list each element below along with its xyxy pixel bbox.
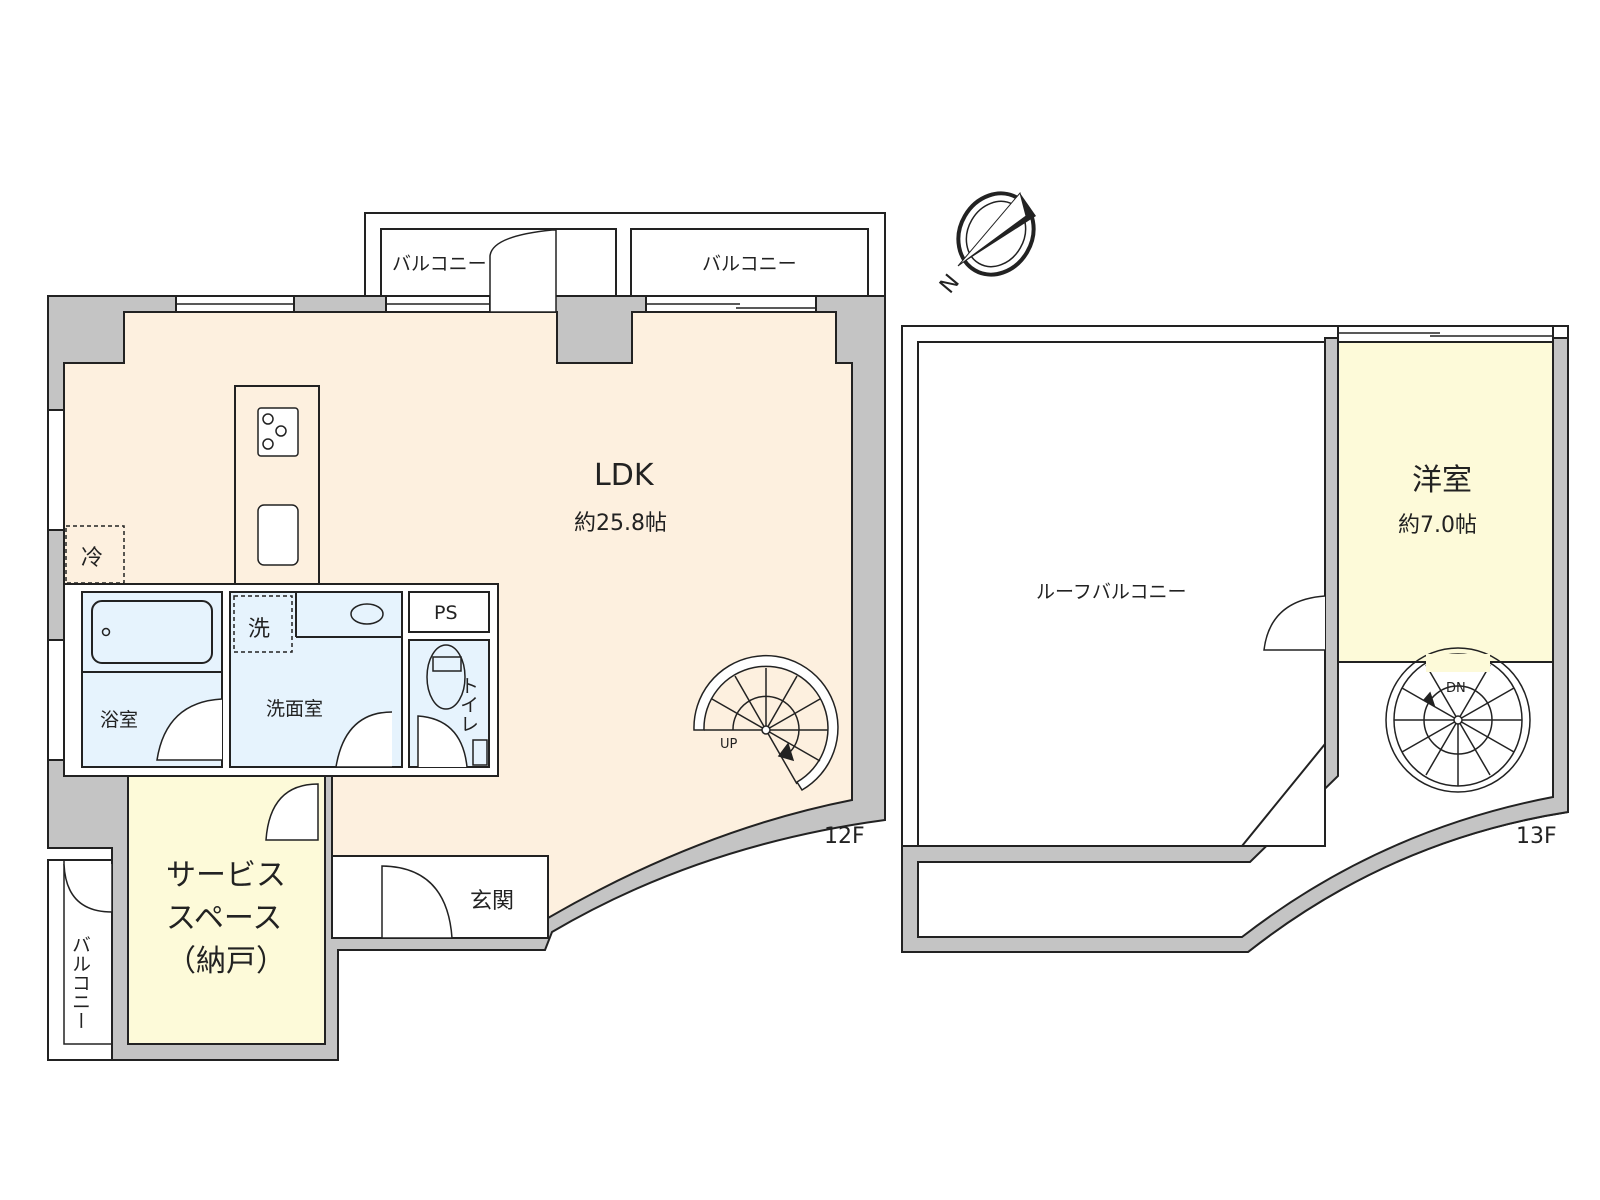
balcony-door[interactable] — [489, 229, 557, 297]
ps-label: PS — [434, 602, 458, 624]
western-room — [1337, 341, 1554, 663]
western-label: 洋室 — [1412, 463, 1472, 498]
toilet-label: トイレ — [457, 676, 479, 733]
basin-icon — [350, 603, 384, 625]
roof-balcony — [917, 341, 1326, 847]
side-balcony-door[interactable] — [63, 863, 113, 913]
window — [47, 409, 65, 531]
window — [47, 639, 65, 761]
stair-up-label: UP — [720, 737, 738, 752]
service-label-2: スペース — [166, 901, 282, 936]
ps-box — [408, 591, 490, 633]
ldk-label: LDK — [594, 458, 655, 493]
washroom-label: 洗面室 — [266, 698, 323, 720]
western-size: 約7.0帖 — [1398, 513, 1477, 538]
ldk-size: 約25.8帖 — [574, 511, 667, 536]
toilet-door[interactable] — [417, 715, 468, 768]
toilet-icon — [426, 644, 466, 710]
floor-12f: 冷 浴室 洗 洗面室 PS トイレ サービス スペース （納戸） — [47, 212, 886, 1061]
service-label-1: サービス — [166, 858, 286, 893]
stove-icon — [257, 407, 299, 457]
floor-13f: ルーフバルコニー 洋室 約7.0帖 DN 13F — [901, 325, 1569, 953]
fridge-label: 冷 — [81, 546, 103, 571]
entrance-door[interactable] — [381, 865, 453, 939]
balcony-right — [630, 228, 869, 298]
bath-door[interactable] — [156, 698, 223, 761]
compass-icon: N — [935, 191, 1036, 299]
spiral-stair-up — [693, 654, 839, 792]
balcony-2-label: バルコニー — [702, 253, 797, 275]
side-balcony-label: バルコニー — [69, 935, 91, 1030]
service-door[interactable] — [265, 783, 319, 841]
service-label-3: （納戸） — [166, 944, 286, 979]
washroom-door[interactable] — [335, 711, 393, 768]
window — [1337, 325, 1554, 343]
washer-space — [233, 595, 293, 653]
compass-north: N — [935, 270, 965, 299]
entrance-label: 玄関 — [470, 889, 514, 914]
roof-balcony-label: ルーフバルコニー — [1036, 581, 1186, 603]
roof-door[interactable] — [1263, 595, 1326, 651]
bathtub-icon — [91, 600, 213, 664]
bath-label: 浴室 — [100, 709, 138, 731]
balcony-1-label: バルコニー — [392, 253, 487, 275]
floor-13f-label: 13F — [1516, 824, 1557, 849]
floor-12f-label: 12F — [824, 824, 865, 849]
washer-label: 洗 — [248, 617, 270, 642]
stair-down-label: DN — [1446, 681, 1466, 696]
sink-icon — [257, 504, 299, 566]
